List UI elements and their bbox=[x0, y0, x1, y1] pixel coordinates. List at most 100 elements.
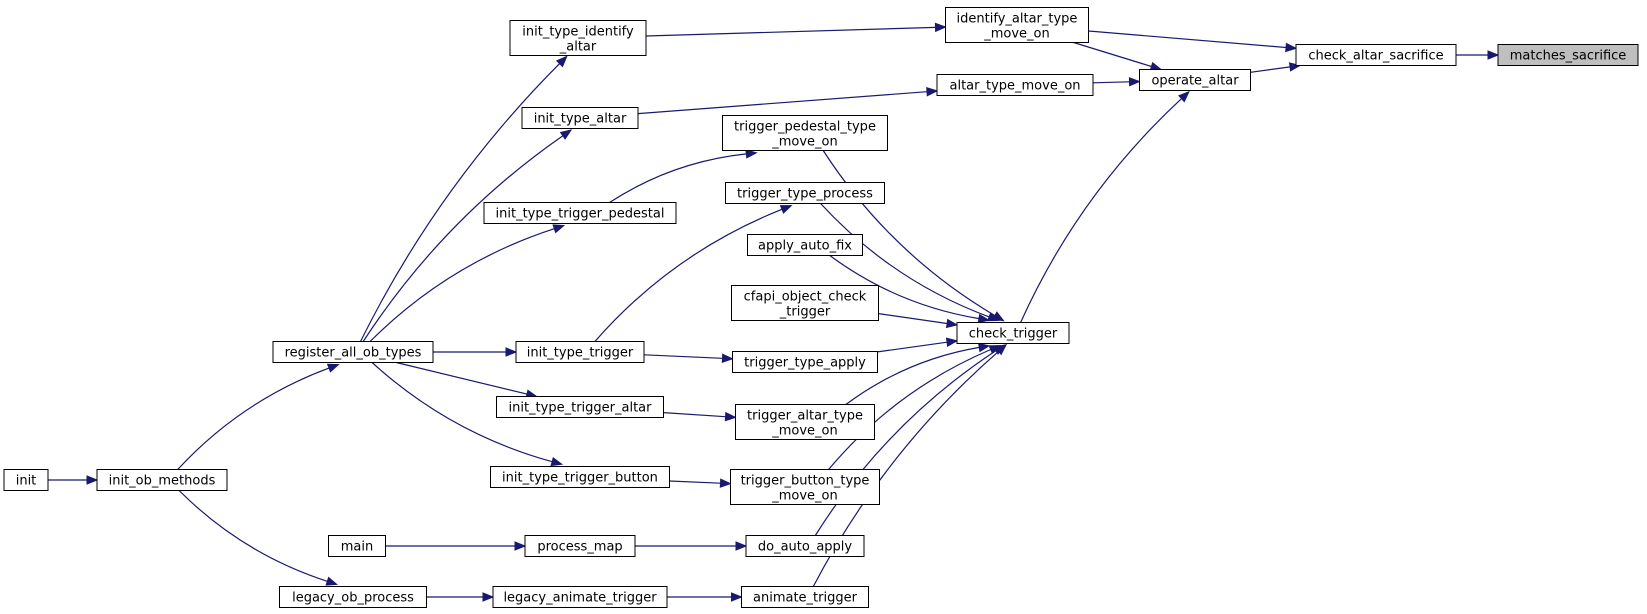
edge-init_type_trigger-to-trigger_type_process bbox=[594, 208, 783, 342]
node-trigger_type_process[interactable]: trigger_type_process bbox=[725, 182, 885, 204]
node-init_type_identify_altar[interactable]: init_type_identify_altar bbox=[509, 20, 647, 56]
arrowhead-legacy_animate_trigger-to-animate_trigger bbox=[731, 592, 743, 602]
arrowhead-cfapi_object_check_trigger-to-check_trigger bbox=[945, 318, 959, 329]
node-box-trigger_pedestal_type_move_on[interactable] bbox=[722, 115, 888, 151]
node-label-check_altar_sacrifice-0: check_altar_sacrifice bbox=[1308, 49, 1443, 64]
node-box-process_map[interactable] bbox=[524, 535, 636, 557]
arrowhead-init_type_trigger_altar-to-trigger_altar_type_move_on bbox=[724, 411, 737, 422]
node-label-trigger_button_type_move_on-0: trigger_button_type bbox=[741, 474, 870, 489]
node-operate_altar[interactable]: operate_altar bbox=[1139, 69, 1251, 91]
node-box-init_ob_methods[interactable] bbox=[96, 469, 228, 491]
node-box-init[interactable] bbox=[3, 469, 49, 491]
arrowhead-apply_auto_fix-to-check_trigger bbox=[977, 313, 991, 324]
node-legacy_animate_trigger[interactable]: legacy_animate_trigger bbox=[492, 586, 668, 608]
arrowhead-init_type_trigger-to-trigger_type_process bbox=[779, 205, 793, 214]
edge-apply_auto_fix-to-check_trigger bbox=[829, 255, 980, 320]
node-label-init_ob_methods-0: init_ob_methods bbox=[109, 474, 216, 489]
node-box-operate_altar[interactable] bbox=[1139, 69, 1251, 91]
node-box-init_type_altar[interactable] bbox=[521, 107, 639, 129]
edge-register_all_ob_types-to-init_type_trigger_button bbox=[371, 362, 553, 463]
node-process_map[interactable]: process_map bbox=[524, 535, 636, 557]
node-box-register_all_ob_types[interactable] bbox=[272, 341, 434, 363]
node-box-trigger_altar_type_move_on[interactable] bbox=[735, 404, 875, 440]
node-box-init_type_trigger_pedestal[interactable] bbox=[483, 202, 677, 224]
node-box-cfapi_object_check_trigger[interactable] bbox=[731, 285, 879, 321]
node-label-init_type_trigger-0: init_type_trigger bbox=[527, 346, 634, 361]
node-label-legacy_animate_trigger-0: legacy_animate_trigger bbox=[503, 591, 657, 606]
node-box-trigger_type_process[interactable] bbox=[725, 182, 885, 204]
edge-trigger_type_process-to-check_trigger bbox=[820, 203, 990, 318]
node-init_type_trigger_pedestal[interactable]: init_type_trigger_pedestal bbox=[483, 202, 677, 224]
node-label-operate_altar-0: operate_altar bbox=[1151, 74, 1239, 89]
node-animate_trigger[interactable]: animate_trigger bbox=[741, 586, 869, 608]
edge-init_type_trigger_pedestal-to-trigger_pedestal_type_move_on bbox=[609, 153, 747, 204]
arrowhead-process_map-to-do_auto_apply bbox=[735, 541, 748, 551]
node-box-trigger_button_type_move_on[interactable] bbox=[730, 469, 880, 505]
node-label-animate_trigger-0: animate_trigger bbox=[753, 591, 858, 606]
node-init_ob_methods[interactable]: init_ob_methods bbox=[96, 469, 228, 491]
node-init_type_altar[interactable]: init_type_altar bbox=[521, 107, 639, 129]
node-box-apply_auto_fix[interactable] bbox=[747, 234, 863, 256]
edge-cfapi_object_check_trigger-to-check_trigger bbox=[878, 313, 948, 325]
edge-identify_altar_type_move_on-to-operate_altar bbox=[1073, 41, 1152, 68]
node-init[interactable]: init bbox=[3, 469, 49, 491]
edge-init_ob_methods-to-register_all_ob_types bbox=[177, 367, 330, 470]
node-box-init_type_trigger_button[interactable] bbox=[490, 466, 670, 488]
edge-trigger_pedestal_type_move_on-to-check_trigger bbox=[822, 150, 996, 317]
node-cfapi_object_check_trigger[interactable]: cfapi_object_check_trigger bbox=[731, 285, 879, 321]
arrowhead-animate_trigger-to-check_trigger bbox=[995, 343, 1008, 356]
node-label-cfapi_object_check_trigger-1: _trigger bbox=[779, 305, 831, 320]
arrowhead-init_type_altar-to-altar_type_move_on bbox=[926, 87, 939, 97]
edge-altar_type_move_on-to-operate_altar bbox=[1092, 81, 1130, 84]
node-box-do_auto_apply[interactable] bbox=[745, 535, 865, 557]
nodes-layer: matches_sacrifice check_altar_sacrifice id… bbox=[3, 7, 1639, 608]
node-box-animate_trigger[interactable] bbox=[741, 586, 869, 608]
arrowhead-legacy_ob_process-to-legacy_animate_trigger bbox=[482, 592, 495, 602]
node-register_all_ob_types[interactable]: register_all_ob_types bbox=[272, 341, 434, 363]
node-trigger_type_apply[interactable]: trigger_type_apply bbox=[732, 351, 878, 373]
arrowhead-check_altar_sacrifice-to-matches_sacrifice bbox=[1487, 50, 1500, 60]
node-legacy_ob_process[interactable]: legacy_ob_process bbox=[279, 586, 427, 608]
node-trigger_button_type_move_on[interactable]: trigger_button_type_move_on bbox=[730, 469, 880, 505]
node-init_type_trigger_button[interactable]: init_type_trigger_button bbox=[490, 466, 670, 488]
node-label-process_map-0: process_map bbox=[537, 540, 622, 555]
node-box-check_trigger[interactable] bbox=[956, 322, 1070, 344]
node-box-init_type_trigger_altar[interactable] bbox=[496, 396, 664, 418]
node-box-check_altar_sacrifice[interactable] bbox=[1295, 44, 1457, 66]
node-box-identify_altar_type_move_on[interactable] bbox=[945, 7, 1089, 43]
node-init_type_trigger_altar[interactable]: init_type_trigger_altar bbox=[496, 396, 664, 418]
node-box-legacy_ob_process[interactable] bbox=[279, 586, 427, 608]
node-matches_sacrifice[interactable]: matches_sacrifice bbox=[1497, 44, 1639, 66]
edge-init_ob_methods-to-legacy_ob_process bbox=[178, 490, 328, 582]
node-check_altar_sacrifice[interactable]: check_altar_sacrifice bbox=[1295, 44, 1457, 66]
node-trigger_altar_type_move_on[interactable]: trigger_altar_type_move_on bbox=[735, 404, 875, 440]
node-label-trigger_pedestal_type_move_on-0: trigger_pedestal_type bbox=[734, 120, 876, 135]
arrowhead-register_all_ob_types-to-init_type_trigger_pedestal bbox=[552, 224, 566, 234]
node-init_type_trigger[interactable]: init_type_trigger bbox=[515, 341, 645, 363]
node-box-init_type_trigger[interactable] bbox=[515, 341, 645, 363]
edge-register_all_ob_types-to-init_type_trigger_pedestal bbox=[369, 228, 555, 342]
node-do_auto_apply[interactable]: do_auto_apply bbox=[745, 535, 865, 557]
node-box-legacy_animate_trigger[interactable] bbox=[492, 586, 668, 608]
node-box-init_type_identify_altar[interactable] bbox=[509, 20, 647, 56]
node-label-init_type_trigger_button-0: init_type_trigger_button bbox=[502, 471, 658, 486]
edge-init_type_trigger_button-to-trigger_button_type_move_on bbox=[669, 480, 721, 484]
edge-register_all_ob_types-to-init_type_altar bbox=[362, 135, 564, 342]
edge-trigger_altar_type_move_on-to-check_trigger bbox=[845, 346, 980, 405]
node-box-main[interactable] bbox=[328, 535, 386, 557]
node-label-init_type_identify_altar-1: _altar bbox=[559, 40, 597, 55]
node-identify_altar_type_move_on[interactable]: identify_altar_type_move_on bbox=[945, 7, 1089, 43]
node-box-trigger_type_apply[interactable] bbox=[732, 351, 878, 373]
node-trigger_pedestal_type_move_on[interactable]: trigger_pedestal_type_move_on bbox=[722, 115, 888, 151]
node-main[interactable]: main bbox=[328, 535, 386, 557]
arrowhead-init_type_trigger-to-trigger_type_apply bbox=[721, 353, 734, 364]
node-label-cfapi_object_check_trigger-0: cfapi_object_check bbox=[744, 290, 867, 305]
arrowhead-main-to-process_map bbox=[514, 541, 527, 551]
node-label-trigger_pedestal_type_move_on-1: _move_on bbox=[771, 135, 838, 150]
node-label-init_type_trigger_pedestal-0: init_type_trigger_pedestal bbox=[496, 207, 665, 222]
node-apply_auto_fix[interactable]: apply_auto_fix bbox=[747, 234, 863, 256]
node-altar_type_move_on[interactable]: altar_type_move_on bbox=[936, 74, 1094, 96]
node-box-altar_type_move_on[interactable] bbox=[936, 74, 1094, 96]
node-check_trigger[interactable]: check_trigger bbox=[956, 322, 1070, 344]
node-box-matches_sacrifice[interactable] bbox=[1497, 44, 1639, 66]
